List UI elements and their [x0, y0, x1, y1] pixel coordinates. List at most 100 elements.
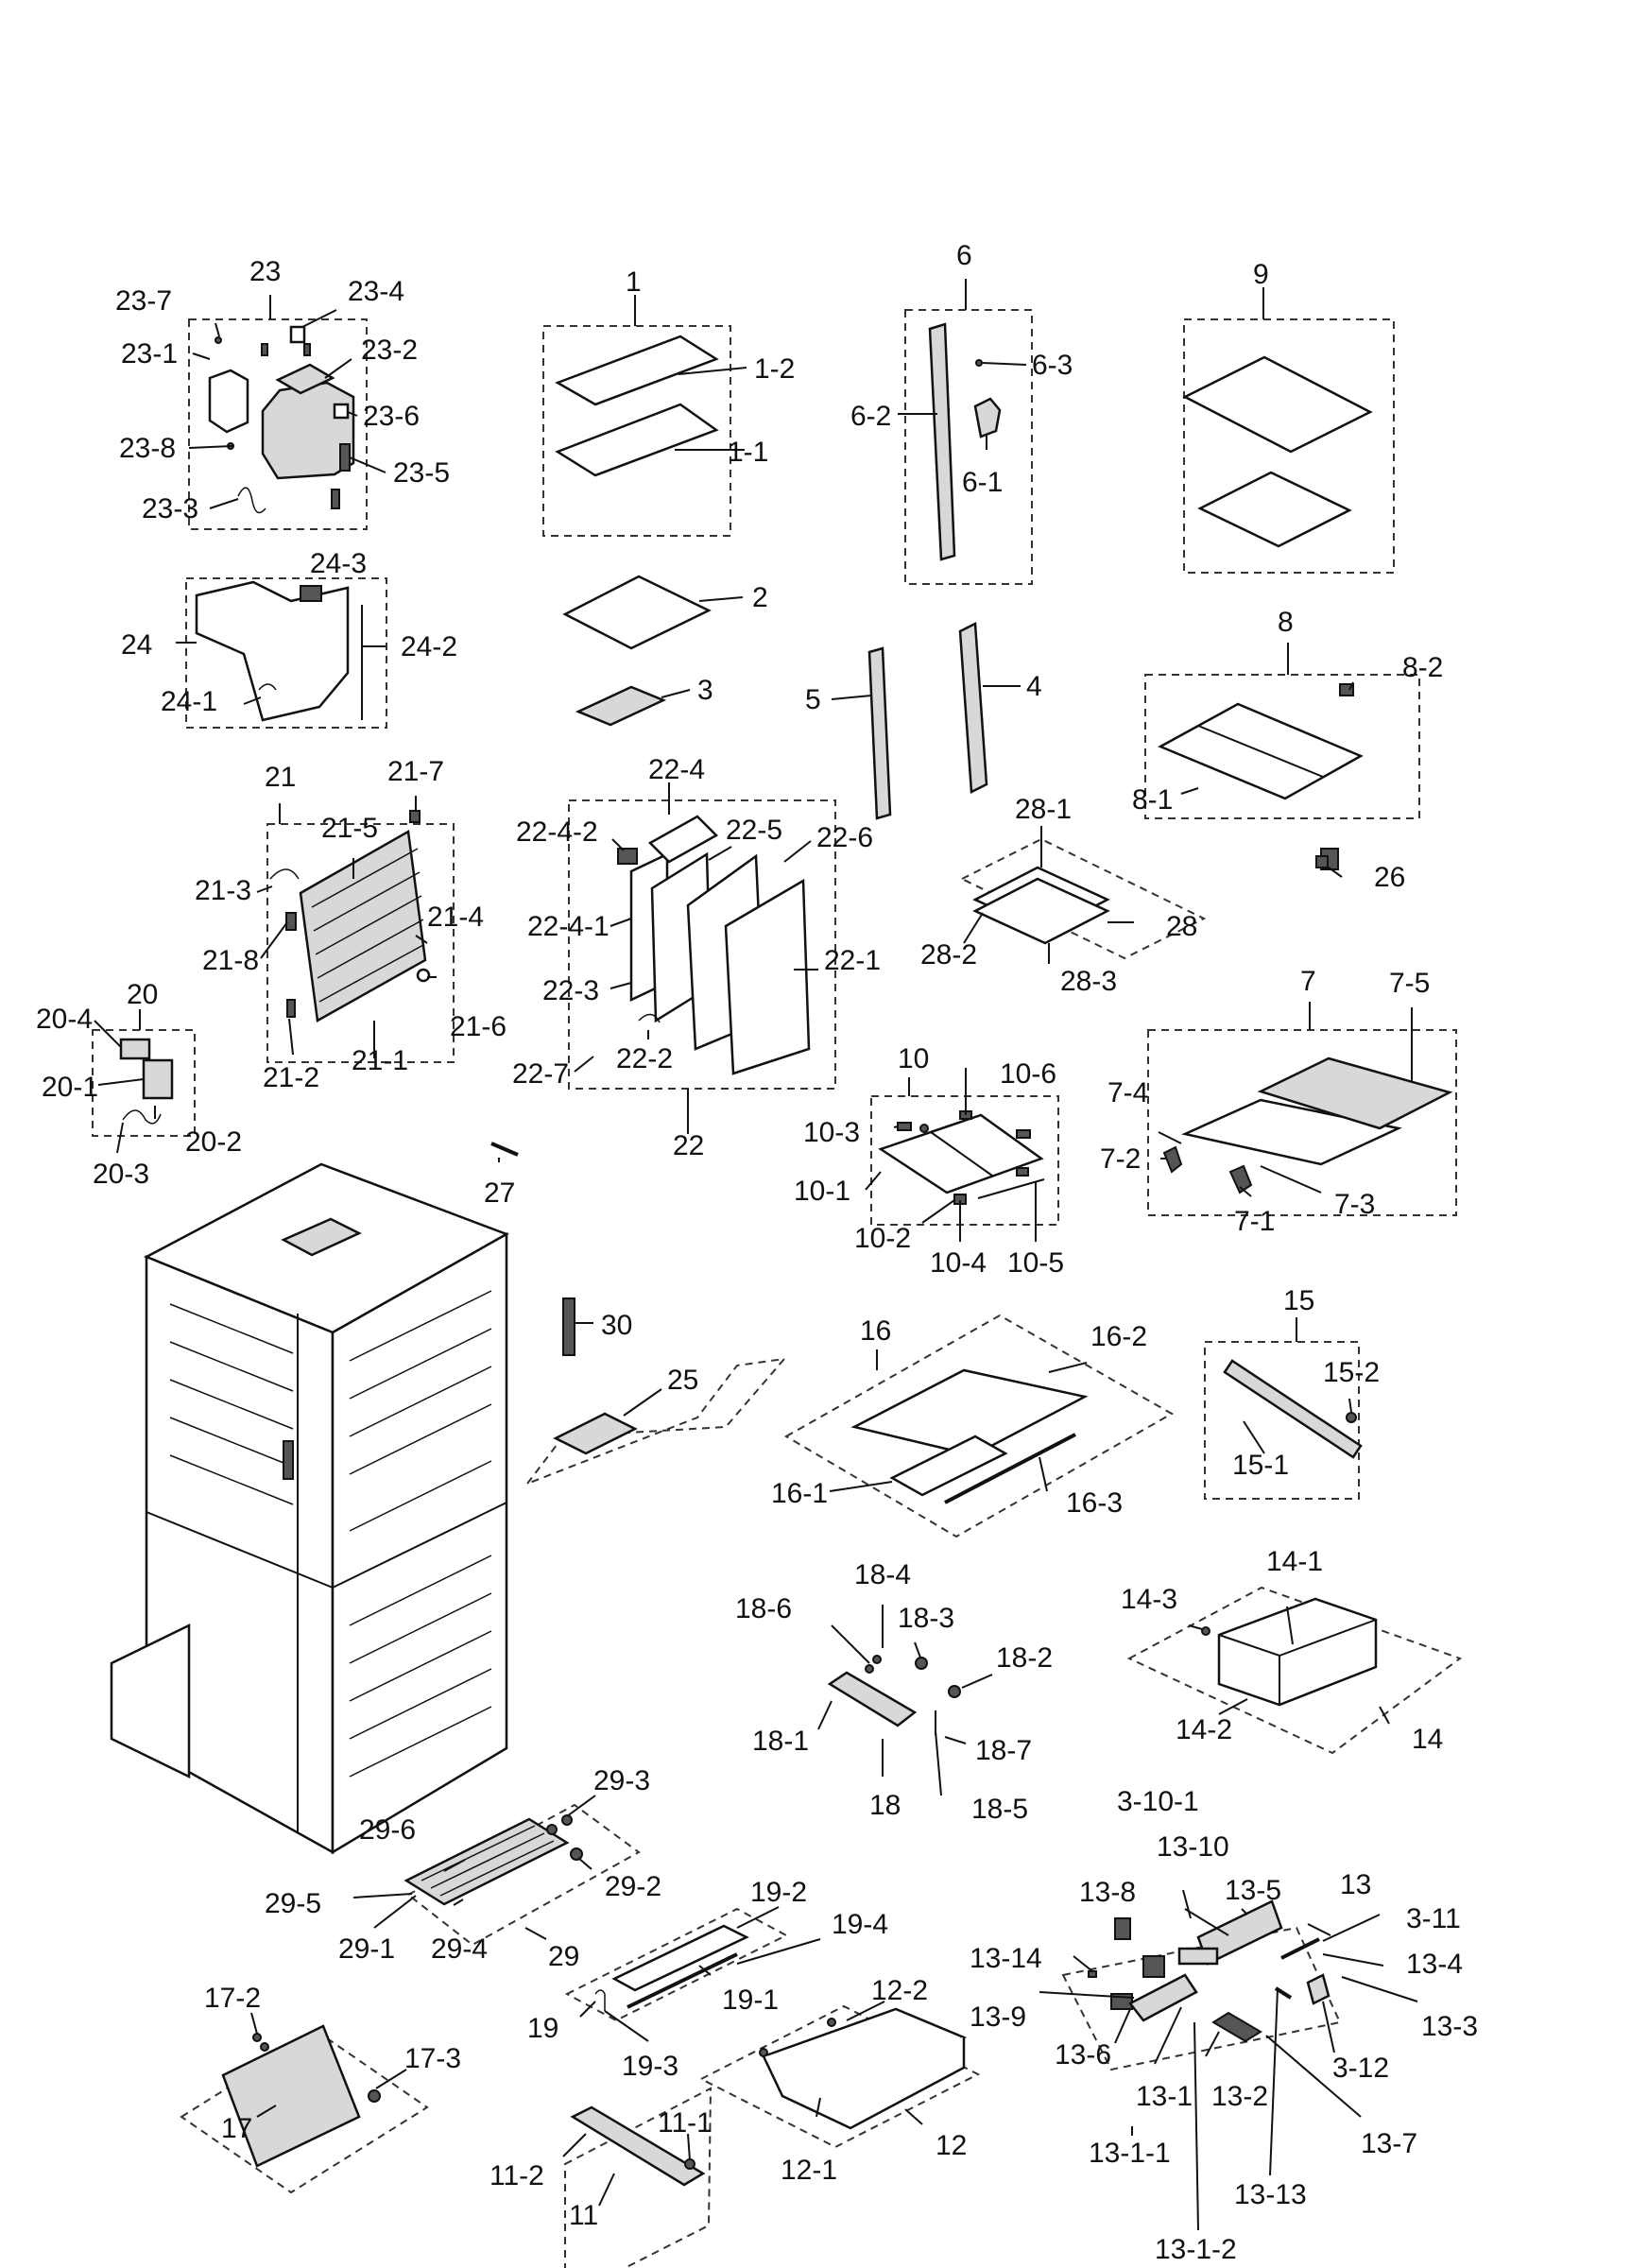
- label-7-2: 7-2: [1100, 1143, 1141, 1175]
- label-2: 2: [752, 582, 768, 613]
- label-28-3: 28-3: [1060, 966, 1117, 997]
- label-13-1-2: 13-1-2: [1155, 2234, 1237, 2265]
- label-10-2: 10-2: [854, 1223, 911, 1254]
- label-11: 11: [569, 2200, 598, 2231]
- label-16-3: 16-3: [1066, 1487, 1123, 1519]
- label-18-2: 18-2: [996, 1642, 1053, 1674]
- part-28-shelf: [972, 866, 1110, 945]
- label-9: 9: [1253, 259, 1269, 290]
- label-24: 24: [121, 629, 152, 661]
- label-13-6: 13-6: [1055, 2039, 1111, 2070]
- part-24-ice-bucket: [195, 580, 363, 722]
- part-18-handle: [827, 1655, 961, 1735]
- label-10-3: 10-3: [803, 1117, 860, 1148]
- label-14-1: 14-1: [1266, 1546, 1323, 1577]
- label-7-5: 7-5: [1389, 968, 1430, 999]
- label-28-1: 28-1: [1015, 794, 1072, 825]
- label-6-3: 6-3: [1032, 350, 1073, 381]
- label-10-5: 10-5: [1007, 1247, 1064, 1279]
- label-21-7: 21-7: [387, 756, 444, 787]
- label-20-4: 20-4: [36, 1004, 93, 1035]
- label-20-2: 20-2: [185, 1126, 242, 1158]
- label-17-2: 17-2: [204, 1983, 261, 2014]
- label-13-1-1: 13-1-1: [1089, 2138, 1171, 2169]
- label-21-8: 21-8: [202, 945, 259, 976]
- part-6-rail: [867, 322, 1002, 820]
- part-20-switch: [119, 1038, 174, 1125]
- label-21-2: 21-2: [263, 1062, 319, 1093]
- label-15-2: 15-2: [1323, 1357, 1380, 1388]
- label-22-4: 22-4: [648, 754, 705, 785]
- label-22-2: 22-2: [616, 1043, 673, 1074]
- label-19-4: 19-4: [832, 1909, 888, 1940]
- label-22-6: 22-6: [816, 822, 873, 853]
- part-19-bar: [594, 1924, 749, 2011]
- part-16-cover: [850, 1368, 1089, 1504]
- label-11-1: 11-1: [658, 2107, 712, 2139]
- label-29-1: 29-1: [338, 1933, 395, 1965]
- label-27: 27: [484, 1177, 515, 1209]
- label-13-9: 13-9: [970, 2002, 1026, 2033]
- part-21-evaporator: [269, 810, 431, 1022]
- label-16-1: 16-1: [771, 1478, 828, 1509]
- label-23-6: 23-6: [363, 401, 420, 432]
- label-21-5: 21-5: [321, 813, 378, 844]
- label-17: 17: [221, 2113, 252, 2144]
- part-17-panel: [221, 2024, 381, 2168]
- label-3-12: 3-12: [1332, 2053, 1389, 2084]
- part-1-plates: [555, 335, 719, 727]
- label-16: 16: [860, 1315, 891, 1347]
- callout-labels: 23 23-7 23-4 23-2 23-1 23-6 23-8 23-5 23…: [36, 240, 1478, 2265]
- part-14-drawer: [1201, 1597, 1378, 1707]
- part-8-shelf: [1158, 683, 1364, 870]
- standalone-parts: [490, 855, 1329, 1455]
- label-3-10-1: 3-10-1: [1117, 1786, 1199, 1817]
- label-12-2: 12-2: [871, 1975, 928, 2006]
- label-10-4: 10-4: [930, 1247, 987, 1279]
- part-9-shelf: [1182, 355, 1373, 548]
- label-21: 21: [265, 762, 296, 793]
- label-18-5: 18-5: [971, 1794, 1028, 1825]
- label-13-3: 13-3: [1421, 2011, 1478, 2042]
- label-18-1: 18-1: [752, 1726, 809, 1757]
- label-21-3: 21-3: [195, 875, 251, 906]
- part-15-rail: [1223, 1359, 1363, 1459]
- label-1: 1: [626, 266, 642, 298]
- leader-lines: [94, 279, 1418, 2231]
- refrigerator-cabinet: [110, 1162, 509, 1855]
- label-15-1: 15-1: [1232, 1450, 1289, 1481]
- label-23-3: 23-3: [142, 493, 198, 524]
- label-12: 12: [936, 2130, 967, 2161]
- label-21-4: 21-4: [427, 902, 484, 933]
- label-23: 23: [249, 256, 281, 287]
- label-18-4: 18-4: [854, 1559, 911, 1590]
- label-8: 8: [1278, 607, 1294, 638]
- part-10-shelf: [878, 1110, 1045, 1205]
- label-20-3: 20-3: [93, 1159, 149, 1190]
- label-22-5: 22-5: [726, 815, 782, 846]
- label-5: 5: [805, 684, 821, 715]
- label-7: 7: [1300, 966, 1316, 997]
- label-17-3: 17-3: [404, 2043, 461, 2074]
- label-23-1: 23-1: [121, 338, 178, 369]
- label-18: 18: [869, 1790, 901, 1821]
- label-14: 14: [1412, 1724, 1443, 1755]
- label-29: 29: [548, 1941, 579, 1972]
- label-8-2: 8-2: [1402, 652, 1443, 683]
- label-18-7: 18-7: [975, 1735, 1032, 1766]
- label-29-5: 29-5: [265, 1888, 321, 1919]
- label-23-7: 23-7: [115, 285, 172, 317]
- label-11-2: 11-2: [489, 2160, 544, 2191]
- label-6-2: 6-2: [850, 401, 891, 432]
- label-29-3: 29-3: [593, 1765, 650, 1796]
- label-19-1: 19-1: [722, 1984, 779, 2016]
- label-4: 4: [1026, 671, 1042, 702]
- label-30: 30: [601, 1310, 632, 1341]
- label-13-10: 13-10: [1157, 1831, 1229, 1863]
- label-10-1: 10-1: [794, 1176, 850, 1207]
- label-19-2: 19-2: [750, 1877, 807, 1908]
- label-13-8: 13-8: [1079, 1877, 1136, 1908]
- label-22-3: 22-3: [542, 975, 599, 1006]
- label-16-2: 16-2: [1090, 1321, 1147, 1352]
